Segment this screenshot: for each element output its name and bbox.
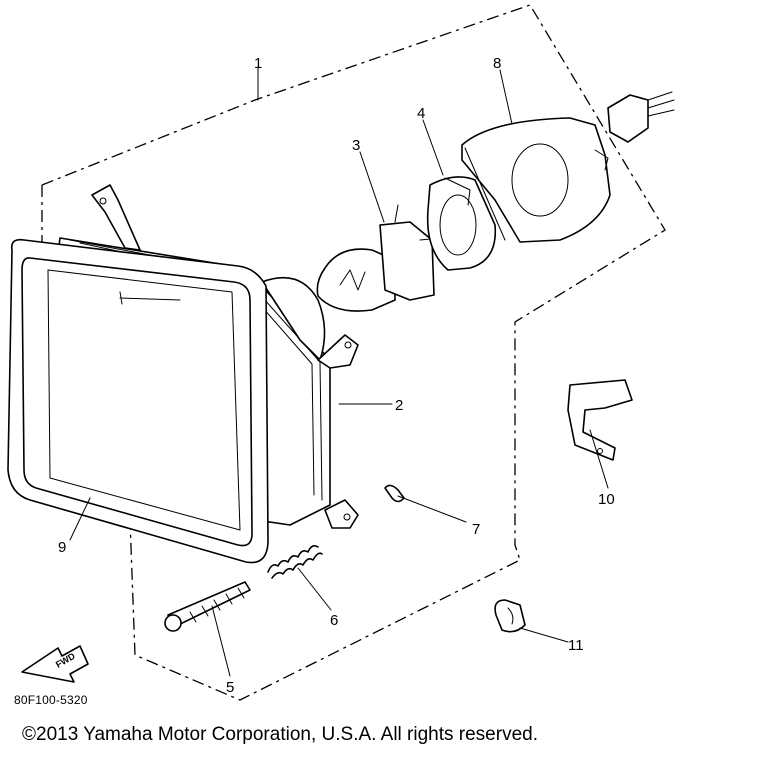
fwd-arrow-icon: FWD <box>21 645 89 683</box>
callout-4: 4 <box>417 105 425 122</box>
callout-6: 6 <box>330 612 338 629</box>
bracket <box>567 379 633 461</box>
spring <box>267 545 323 579</box>
callout-10: 10 <box>598 491 615 508</box>
assembly-boundary <box>41 4 666 701</box>
leader-lines <box>69 67 609 677</box>
bulb <box>316 204 441 312</box>
callout-8: 8 <box>493 55 501 72</box>
callout-11: 11 <box>568 637 584 654</box>
spring-clip <box>384 484 405 503</box>
callout-5: 5 <box>226 679 234 696</box>
diagram-code: 80F100-5320 <box>14 693 88 707</box>
wire-connector <box>607 91 675 143</box>
callout-9: 9 <box>58 539 66 556</box>
callout-3: 3 <box>352 137 360 154</box>
callout-7: 7 <box>472 521 480 538</box>
headlight-rim <box>7 238 269 564</box>
rubber-cover <box>461 117 611 243</box>
callout-2: 2 <box>395 397 403 414</box>
clamp <box>494 599 526 633</box>
callout-1: 1 <box>254 55 262 72</box>
copyright-notice: ©2013 Yamaha Motor Corporation, U.S.A. A… <box>22 724 538 745</box>
adjusting-screw <box>164 581 251 632</box>
bulb-socket <box>426 176 497 271</box>
